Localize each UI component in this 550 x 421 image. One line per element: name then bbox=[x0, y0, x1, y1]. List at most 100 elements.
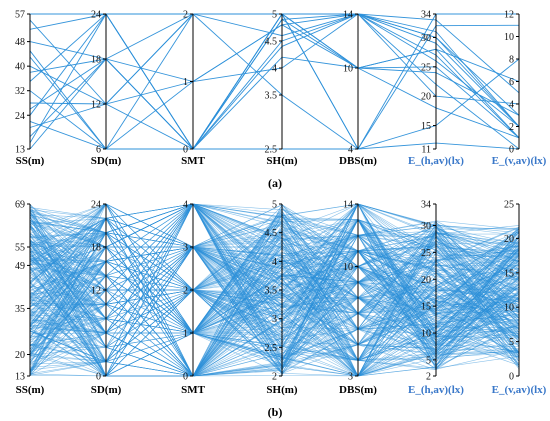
axis-title: SD(m) bbox=[91, 155, 122, 167]
tick-label: 6 bbox=[509, 77, 514, 88]
tick-label: 20 bbox=[504, 234, 514, 245]
tick-label: 2.5 bbox=[265, 343, 278, 354]
tick-label: 13 bbox=[15, 372, 25, 383]
tick-label: 6 bbox=[96, 145, 101, 156]
tick-label: 25 bbox=[421, 62, 431, 73]
tick-label: 0 bbox=[183, 145, 188, 156]
tick-label: 24 bbox=[91, 200, 101, 211]
data-line bbox=[29, 13, 520, 150]
tick-label: 4.5 bbox=[265, 37, 278, 48]
tick-label: 0 bbox=[509, 372, 514, 383]
axis-title: DBS(m) bbox=[339, 384, 377, 396]
tick-label: 20 bbox=[15, 350, 25, 361]
tick-label: 4 bbox=[509, 100, 514, 111]
tick-label: 4 bbox=[272, 257, 277, 268]
axis-3: 2.5 3.5 4 4.5 5SH(m) bbox=[265, 10, 298, 168]
tick-label: 40 bbox=[15, 62, 25, 73]
tick-label: 24 bbox=[15, 111, 25, 122]
tick-label: 18 bbox=[91, 55, 101, 66]
axis-title: DBS(m) bbox=[339, 155, 377, 167]
tick-label: 30 bbox=[421, 221, 431, 232]
axis-title: SH(m) bbox=[266, 384, 298, 396]
data-line bbox=[29, 13, 520, 150]
axis-title: E_(v,av)(lx) bbox=[492, 384, 547, 396]
tick-label: 13 bbox=[15, 145, 25, 156]
tick-label: 49 bbox=[15, 261, 25, 272]
tick-label: 57 bbox=[15, 10, 25, 21]
tick-label: 5 bbox=[272, 10, 277, 21]
tick-label: 4 bbox=[183, 200, 188, 211]
tick-label: 10 bbox=[504, 303, 514, 314]
tick-label: 25 bbox=[504, 200, 514, 211]
axis-title: SH(m) bbox=[266, 155, 298, 167]
axis-title: E_(h,av)(lx) bbox=[408, 384, 464, 396]
tick-label: 1 bbox=[183, 329, 188, 340]
tick-label: 4.5 bbox=[265, 228, 278, 239]
data-line bbox=[29, 13, 520, 150]
tick-label: 3 bbox=[272, 314, 277, 325]
tick-label: 35 bbox=[15, 304, 25, 315]
axis-title: SMT bbox=[181, 384, 206, 396]
tick-label: 55 bbox=[15, 243, 25, 254]
tick-label: 34 bbox=[421, 10, 431, 21]
tick-label: 5 bbox=[509, 337, 514, 348]
tick-label: 3.5 bbox=[265, 91, 278, 102]
data-line bbox=[29, 13, 520, 150]
tick-label: 30 bbox=[421, 33, 431, 44]
tick-label: 5 bbox=[426, 355, 431, 366]
tick-label: 2 bbox=[183, 10, 188, 21]
tick-label: 69 bbox=[15, 200, 25, 211]
tick-label: 10 bbox=[343, 64, 353, 75]
tick-label: 0 bbox=[96, 372, 101, 383]
tick-label: 34 bbox=[421, 200, 431, 211]
tick-label: 2 bbox=[183, 286, 188, 297]
tick-label: 12 bbox=[91, 100, 101, 111]
tick-label: 2 bbox=[509, 122, 514, 133]
tick-label: 10 bbox=[421, 329, 431, 340]
tick-label: 32 bbox=[15, 86, 25, 97]
data-line bbox=[29, 13, 520, 150]
tick-label: 3.5 bbox=[265, 286, 278, 297]
data-line bbox=[29, 13, 520, 150]
tick-label: 12 bbox=[91, 286, 101, 297]
tick-label: 3 bbox=[183, 243, 188, 254]
tick-label: 15 bbox=[421, 302, 431, 313]
tick-label: 24 bbox=[91, 10, 101, 21]
tick-label: 4 bbox=[272, 64, 277, 75]
panel-b-chart: 132035495569SS(m)0121824SD(m)01234SMT22.… bbox=[15, 200, 547, 397]
tick-label: 3 bbox=[348, 372, 353, 383]
tick-label: 10 bbox=[504, 32, 514, 43]
tick-label: 0 bbox=[183, 372, 188, 383]
tick-label: 2 bbox=[272, 372, 277, 383]
tick-label: 48 bbox=[15, 37, 25, 48]
panel-a-label: (a) bbox=[268, 176, 282, 190]
axis-title: SS(m) bbox=[16, 384, 45, 396]
data-line bbox=[30, 13, 520, 150]
panel-b-label: (b) bbox=[268, 405, 283, 419]
tick-label: 2.5 bbox=[265, 145, 278, 156]
tick-label: 1 bbox=[183, 77, 188, 88]
tick-label: 25 bbox=[421, 248, 431, 259]
tick-label: 15 bbox=[421, 121, 431, 132]
tick-label: 14 bbox=[343, 200, 353, 211]
data-line bbox=[29, 13, 520, 150]
tick-label: 18 bbox=[91, 243, 101, 254]
polylines-group bbox=[29, 13, 520, 150]
axis-title: E_(h,av)(lx) bbox=[408, 155, 464, 167]
axis-title: SS(m) bbox=[16, 155, 45, 167]
data-line bbox=[29, 13, 519, 150]
tick-label: 11 bbox=[421, 145, 431, 156]
data-line bbox=[29, 13, 520, 150]
